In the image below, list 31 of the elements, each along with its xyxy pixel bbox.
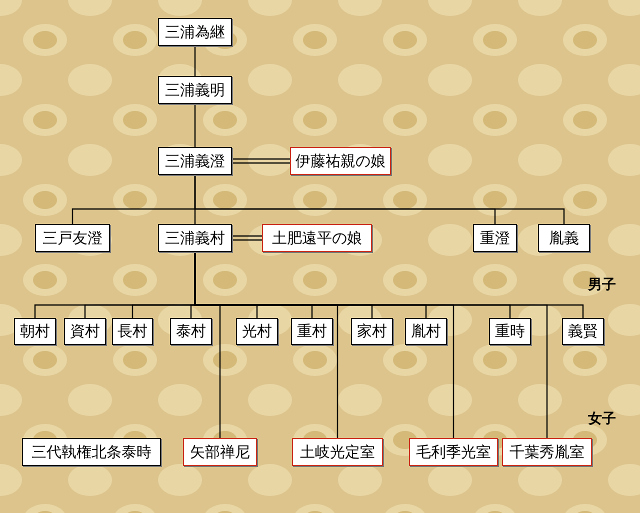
person-box: 朝村 <box>14 318 56 345</box>
person-box: 三浦義明 <box>158 76 232 104</box>
person-box: 家村 <box>351 318 393 345</box>
person-box: 千葉秀胤室 <box>502 438 592 466</box>
person-box: 土岐光定室 <box>292 438 383 466</box>
family-line <box>194 175 565 224</box>
person-box: 長村 <box>112 318 153 345</box>
person-box: 三代執権北条泰時 <box>22 438 161 466</box>
family-line <box>194 104 196 147</box>
person-box: 重時 <box>489 318 531 345</box>
marriage-line <box>231 235 263 241</box>
group-label: 男子 <box>588 276 616 294</box>
person-box: 三浦義澄 <box>158 147 232 175</box>
person-box: 重村 <box>291 318 333 345</box>
person-box: 胤村 <box>405 318 447 345</box>
person-box: 三浦義村 <box>158 224 232 252</box>
person-box: 資村 <box>64 318 106 345</box>
person-box: 光村 <box>236 318 278 345</box>
person-box: 義賢 <box>562 318 604 345</box>
person-box: 毛利季光室 <box>409 438 498 466</box>
person-box: 三戸友澄 <box>35 224 110 252</box>
group-label: 女子 <box>588 410 616 428</box>
family-line <box>194 46 196 76</box>
person-box: 矢部禅尼 <box>183 438 257 466</box>
person-box: 三浦為継 <box>158 18 232 46</box>
person-box: 土肥遠平の娘 <box>262 224 372 252</box>
person-box: 胤義 <box>538 224 590 252</box>
marriage-line <box>231 158 291 164</box>
person-box: 重澄 <box>473 224 517 252</box>
person-box: 泰村 <box>170 318 212 345</box>
person-box: 伊藤祐親の娘 <box>290 147 391 175</box>
